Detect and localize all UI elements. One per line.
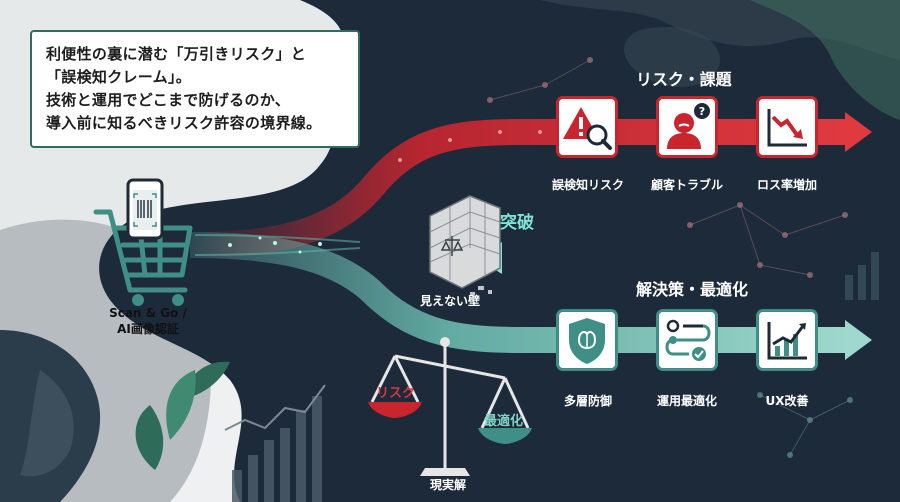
- solution-header: 解決策・最適化: [636, 280, 749, 299]
- workflow-icon: [665, 319, 711, 361]
- brick-wall-icon: [428, 194, 502, 290]
- caption-line: 「誤検知クレーム」。: [46, 68, 192, 86]
- caption-line: 利便性の裏に潜む「万引きリスク」と: [46, 45, 307, 63]
- solution-card-defense: [556, 309, 618, 371]
- solution-label-defense: 多層防御: [563, 394, 612, 408]
- solution-label-ux: UX改善: [765, 394, 809, 408]
- solution-card-operations: [656, 309, 718, 371]
- upset-customer-icon: ?: [667, 103, 710, 149]
- risk-header: リスク・課題: [636, 70, 732, 89]
- caption-box: 利便性の裏に潜む「万引きリスク」と 「誤検知クレーム」。 技術と運用でどこまで防…: [30, 30, 360, 148]
- rising-chart-icon: [767, 322, 807, 360]
- breakthrough-label: 突破: [500, 213, 534, 233]
- risk-label-customer-trouble: 顧客トラブル: [650, 178, 723, 192]
- risk-label-loss-rate: ロス率増加: [756, 178, 817, 192]
- scan-label-line1: Scan & Go /: [109, 306, 187, 320]
- invisible-wall-caption: 見えない壁: [420, 294, 481, 308]
- risk-label-false-detection: 誤検知リスク: [551, 178, 624, 192]
- practical-solution-caption: 現実解: [430, 478, 467, 492]
- risk-card-customer-trouble: ?: [656, 96, 718, 158]
- scan-label-line2: AI画像認証: [117, 322, 179, 336]
- scale-left-label: リスク: [376, 386, 416, 401]
- risk-card-loss-rate: [756, 96, 818, 158]
- solution-label-operations: 運用最適化: [656, 394, 717, 408]
- solution-card-ux: [756, 309, 818, 371]
- risk-card-false-detection: [556, 96, 618, 158]
- shopping-cart-icon: [92, 208, 192, 308]
- scan-and-go-label: Scan & Go / AI画像認証: [98, 306, 198, 337]
- declining-chart-icon: [767, 109, 807, 147]
- shield-brain-icon: [569, 318, 605, 364]
- scale-right-label: 最適化: [484, 414, 524, 429]
- warning-search-icon: [563, 107, 612, 150]
- caption-line: 導入前に知るべきリスク許容の境界線。: [46, 114, 322, 132]
- caption-line: 技術と運用でどこまで防げるのか、: [46, 91, 291, 109]
- svg-text:?: ?: [699, 105, 705, 118]
